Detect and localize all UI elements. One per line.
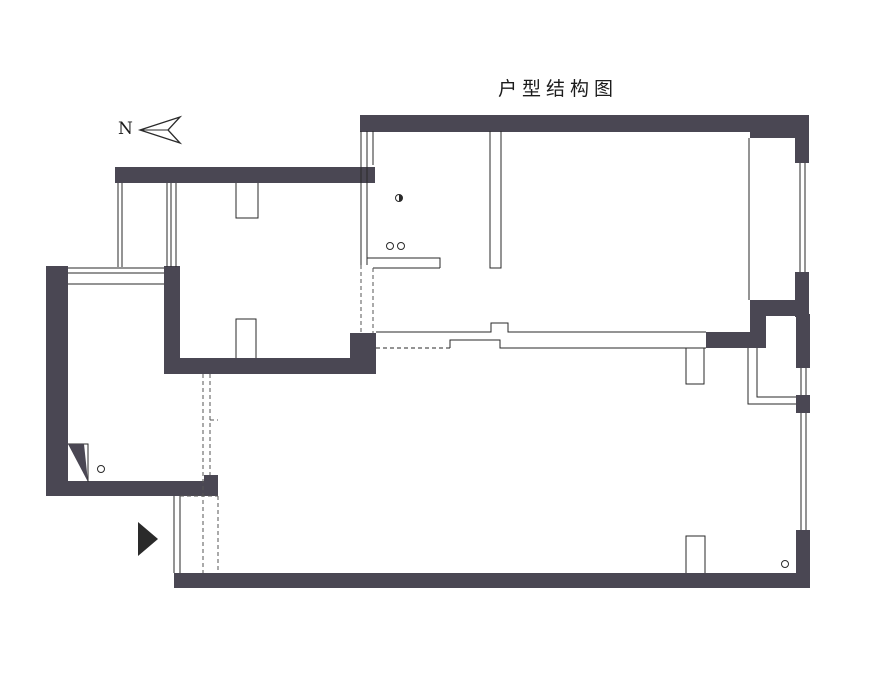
page-title: 户型结构图 bbox=[498, 78, 619, 100]
pipe-icon bbox=[97, 465, 105, 473]
half-circle-icon bbox=[399, 194, 403, 202]
north-arrow-icon bbox=[137, 115, 183, 145]
pipe-icon bbox=[386, 242, 394, 250]
north-label: N bbox=[118, 119, 133, 139]
thin-lines bbox=[68, 131, 807, 573]
pipe-icon bbox=[781, 560, 789, 568]
shaft-icon bbox=[68, 444, 88, 482]
dashed-lines bbox=[180, 265, 374, 573]
pipe-icons bbox=[97, 194, 789, 568]
walls bbox=[46, 115, 810, 588]
pipe-icon bbox=[397, 242, 405, 250]
entrance-arrow-icon bbox=[138, 522, 158, 556]
